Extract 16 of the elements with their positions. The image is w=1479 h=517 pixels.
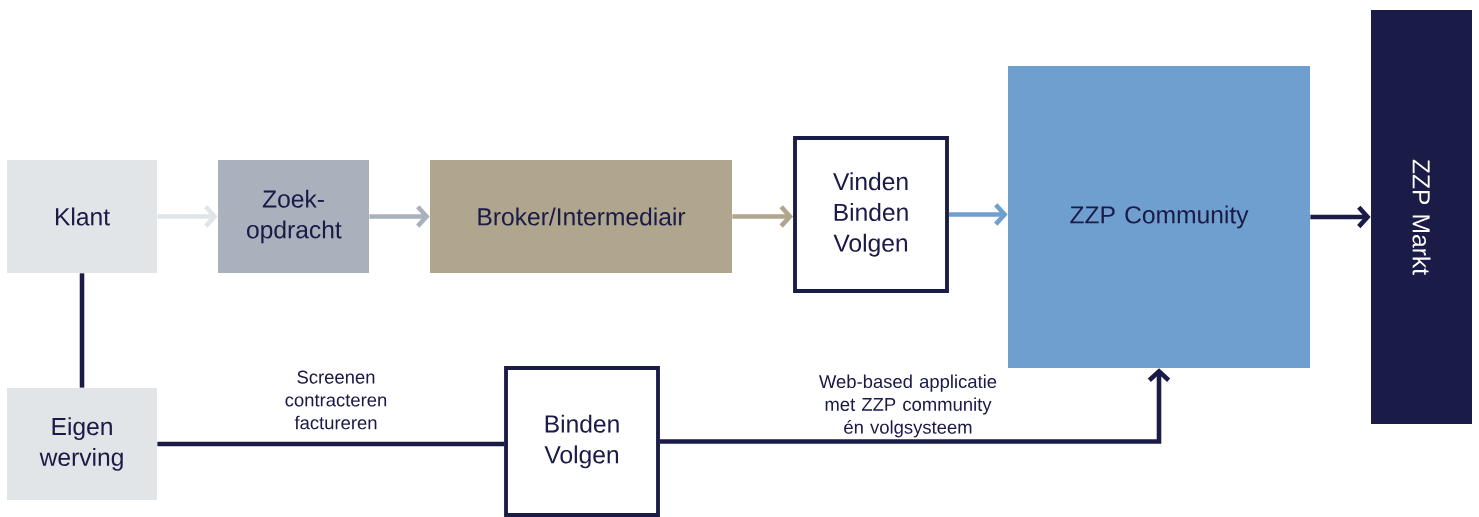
process-box: Broker/Intermediair [430, 160, 732, 273]
arrow [369, 205, 430, 228]
process-box: Vinden Binden Volgen [793, 136, 949, 293]
arrow [732, 205, 794, 228]
arrow [659, 368, 1171, 444]
process-box: Zoek- opdracht [218, 160, 369, 273]
market-bar: ZZP Markt [1371, 10, 1472, 424]
arrow [157, 205, 218, 228]
process-box: Eigen werving [7, 388, 157, 500]
edge-label: Web-based applicatie met ZZP community én volgsysteem [819, 374, 997, 438]
process-box: Binden Volgen [504, 366, 660, 517]
community-box: ZZP Community [1008, 66, 1310, 368]
arrow [948, 203, 1008, 226]
process-box: Klant [7, 160, 157, 273]
arrow [1310, 205, 1371, 229]
edge-label: Screenen contracteren factureren [285, 370, 387, 430]
